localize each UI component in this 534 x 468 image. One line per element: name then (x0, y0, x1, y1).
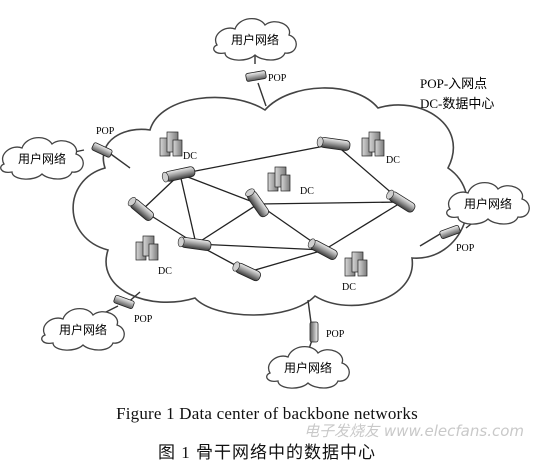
pop-device (309, 321, 319, 343)
legend-pop: POP-入网点 (420, 76, 487, 91)
figure-caption-english: Figure 1 Data center of backbone network… (116, 404, 418, 423)
pop-device (91, 142, 113, 158)
user-network-label: 用户网络 (284, 360, 332, 375)
dc-label: DC (300, 186, 314, 197)
user-network-cloud: 用户网络 (41, 308, 125, 351)
user-network-label: 用户网络 (231, 32, 279, 47)
data-center-server-icon (344, 251, 368, 277)
pop-label: POP (326, 329, 345, 340)
figure-caption-chinese: 图 1 骨干网络中的数据中心 (158, 443, 376, 462)
pop-label: POP (268, 73, 287, 84)
router-node (245, 188, 269, 218)
user-network-cloud: 用户网络 (0, 137, 84, 180)
router-node (386, 189, 416, 213)
dc-label: DC (386, 155, 400, 166)
dc-label: DC (183, 151, 197, 162)
pop-label: POP (96, 126, 115, 137)
data-center-server-icon (267, 166, 291, 192)
data-center-server-icon (135, 235, 159, 261)
router-node (316, 136, 351, 151)
user-network-label: 用户网络 (464, 196, 512, 211)
user-network-cloud: 用户网络 (266, 346, 350, 389)
watermark: 电子发烧友 www.elecfans.com (304, 422, 524, 440)
data-center-server-icon (159, 131, 183, 157)
router-node (177, 236, 212, 251)
router-node (307, 238, 338, 260)
pop-device (439, 224, 461, 240)
user-network-label: 用户网络 (59, 322, 107, 337)
pop-device (245, 70, 267, 82)
pop-label: POP (456, 243, 475, 254)
user-network-cloud: 用户网络 (446, 182, 530, 225)
pop-label: POP (134, 314, 153, 325)
legend-dc: DC-数据中心 (420, 96, 494, 111)
dc-label: DC (342, 282, 356, 293)
router-node (232, 261, 261, 282)
user-network-label: 用户网络 (18, 151, 66, 166)
router-node (127, 197, 154, 221)
router-node (161, 166, 196, 183)
pop-device (113, 294, 135, 310)
data-center-server-icon (361, 131, 385, 157)
dc-label: DC (158, 266, 172, 277)
user-network-cloud: 用户网络 (213, 18, 297, 61)
